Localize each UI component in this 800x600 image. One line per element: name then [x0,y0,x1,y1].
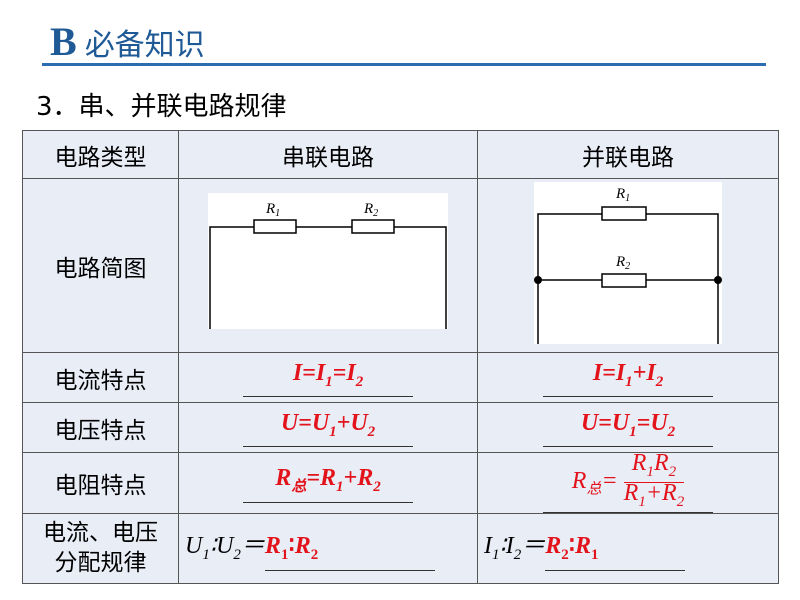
subtitle: 3．串、并联电路规律 [36,92,287,122]
series-voltage-answer: U=U1+U2 [243,408,413,448]
header-type: 电路类型 [22,130,179,179]
header-rule [42,63,766,66]
parallel-circuit-diagram: R1 R2 [534,181,722,344]
section-title: 必备知识 [84,28,205,63]
row-label-ratio: 电流、电压分配规律 [22,512,179,584]
series-resistance: R总=R1+R2 [178,452,478,514]
series-voltage: U=U1+U2 [178,402,478,453]
series-ratio-answer: R1∶R2 [264,531,435,571]
parallel-current: I=I1+I2 [477,352,779,403]
series-current: I=I1=I2 [178,352,478,403]
parallel-voltage: U=U1=U2 [477,402,779,453]
section-letter: B [50,19,77,64]
row-label-ratio-line2: 分配规律 [54,550,147,577]
header-parallel: 并联电路 [477,130,779,179]
row-label-ratio-line1: 电流、电压 [43,520,158,547]
row-label-current: 电流特点 [22,352,179,403]
series-ratio: U1∶U2＝R1∶R2 [178,512,478,584]
series-ratio-label: U1∶U2＝ [185,533,265,563]
parallel-diagram: R1 R2 [477,178,779,353]
resistor-r2 [351,218,395,234]
row-label-diagram: 电路简图 [22,178,179,353]
series-resistance-answer: R总=R1+R2 [243,463,413,503]
parallel-ratio-label: I1∶I2＝ [484,533,546,563]
header-series: 串联电路 [178,130,478,179]
row-label-resistance: 电阻特点 [22,452,179,514]
parallel-ratio-answer: R2∶R1 [545,531,686,571]
parallel-voltage-answer: U=U1=U2 [543,408,713,448]
series-circuit-diagram: R1 R2 [208,192,448,329]
parallel-current-answer: I=I1+I2 [543,358,713,398]
series-current-answer: I=I1=I2 [243,358,413,398]
series-diagram: R1 R2 [178,178,478,353]
rules-table: 电路类型 串联电路 并联电路 电路简图 R1 R2 R1 R2 电流特点 I=I… [22,130,779,584]
resistor-r1 [253,218,297,234]
row-label-voltage: 电压特点 [22,402,179,453]
parallel-ratio: I1∶I2＝R2∶R1 [477,512,779,584]
